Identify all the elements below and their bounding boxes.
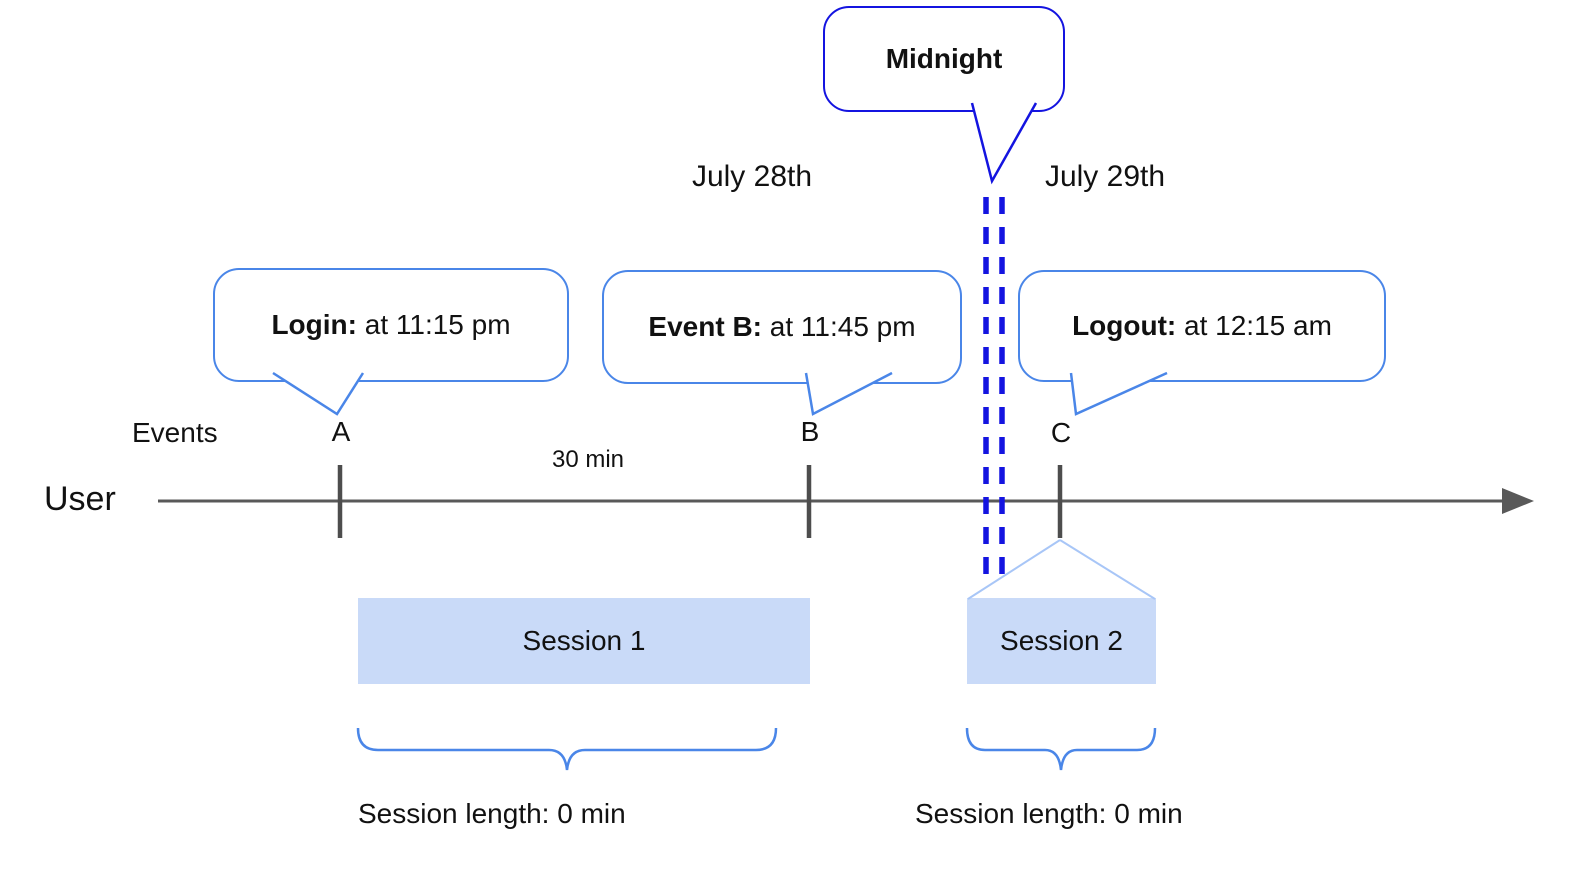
logout-callout: Logout: at 12:15 am (1018, 270, 1386, 382)
session-2-box: Session 2 (967, 598, 1156, 684)
midnight-callout-tail (970, 102, 1038, 185)
midnight-callout: Midnight (823, 6, 1065, 112)
event-b-label: B (800, 416, 820, 447)
session-2-connector-right (1059, 539, 1156, 600)
event-b-callout-text: Event B: at 11:45 pm (648, 311, 915, 343)
event-b-callout: Event B: at 11:45 pm (602, 270, 962, 384)
event-b-callout-rest: at 11:45 pm (762, 311, 916, 342)
logout-callout-rest: at 12:15 am (1176, 310, 1332, 341)
logout-callout-bold: Logout: (1072, 310, 1177, 341)
login-callout-rest: at 11:15 pm (356, 309, 511, 340)
interval-label-30min: 30 min (551, 446, 625, 473)
session-2-connector-left (967, 539, 1061, 600)
session-2-brace (965, 727, 1157, 771)
session-1-brace (356, 727, 778, 771)
events-axis-label: Events (132, 417, 218, 448)
login-callout-text: Login: at 11:15 pm (271, 309, 510, 341)
event-a-label: A (331, 416, 351, 447)
session-1-box: Session 1 (358, 598, 810, 684)
logout-callout-text: Logout: at 12:15 am (1072, 310, 1332, 342)
login-callout: Login: at 11:15 pm (213, 268, 569, 382)
timeline-arrowhead-icon (1502, 488, 1534, 514)
date-july-29: July 29th (1044, 160, 1166, 193)
session-1-length-label: Session length: 0 min (358, 798, 626, 829)
event-b-callout-bold: Event B: (648, 311, 762, 342)
session-2-length-label: Session length: 0 min (915, 798, 1183, 829)
session-2-label: Session 2 (1000, 625, 1123, 656)
user-axis-label: User (44, 480, 116, 518)
session-1-label: Session 1 (522, 625, 646, 656)
date-july-28: July 28th (691, 160, 813, 193)
login-callout-bold: Login: (271, 309, 357, 340)
midnight-label: Midnight (885, 43, 1003, 74)
event-c-label: C (1050, 417, 1072, 448)
